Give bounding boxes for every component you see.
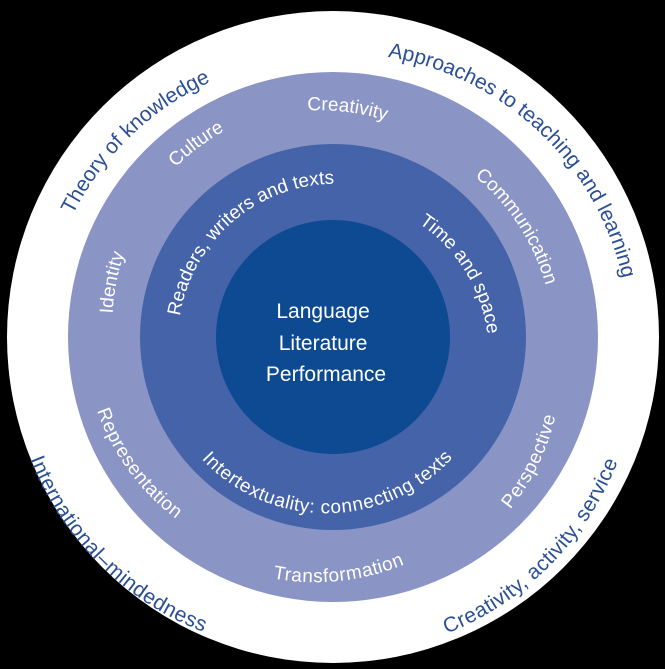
core-circle [216, 220, 450, 454]
core-line-language: Language [276, 300, 369, 323]
core-label: Language Literature Performance [266, 300, 386, 386]
core-line-performance: Performance [266, 363, 386, 386]
core-line-literature: Literature [279, 332, 368, 355]
